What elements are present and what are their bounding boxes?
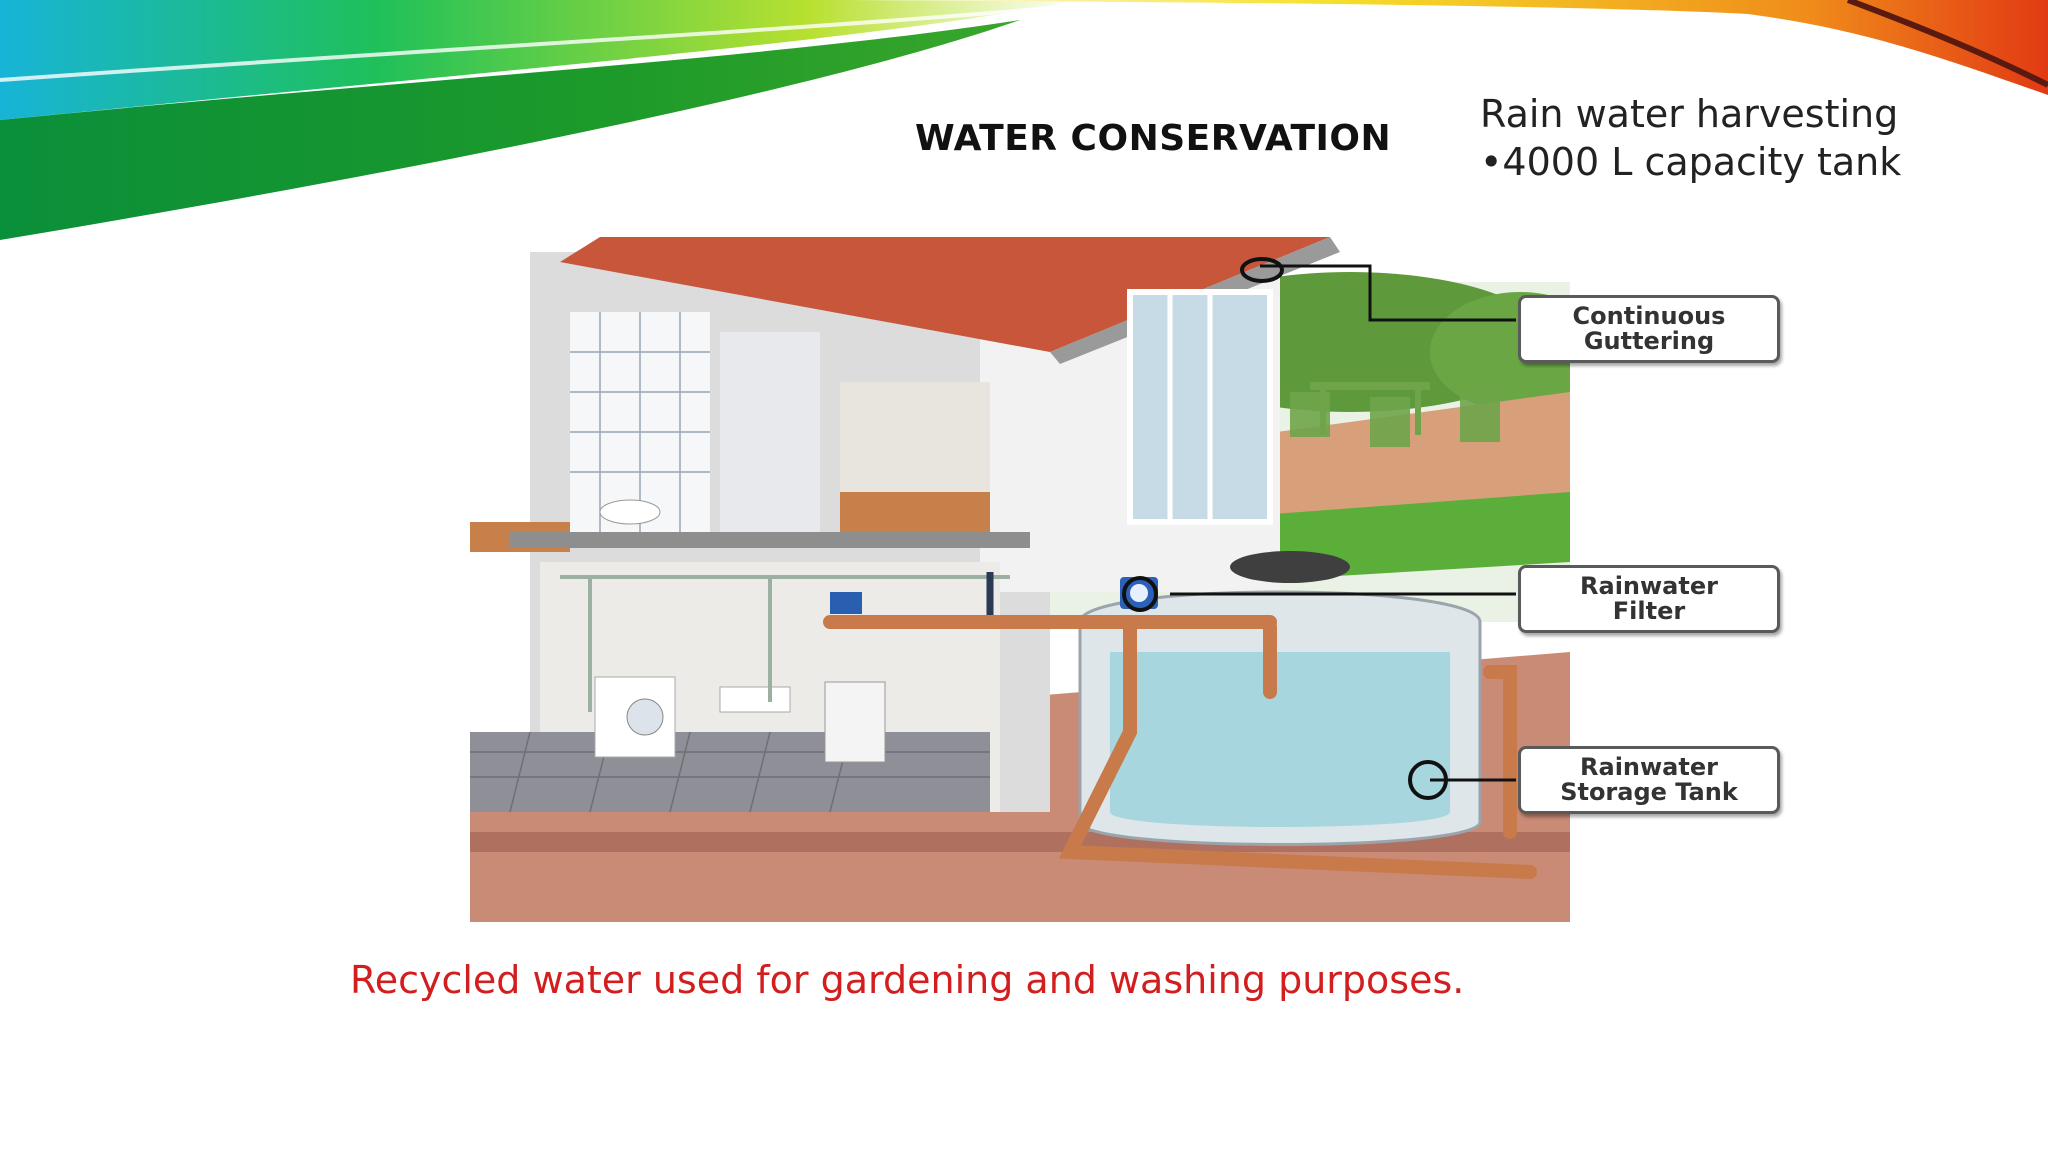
patio-doors <box>1127 289 1273 525</box>
callout-line: Continuous <box>1572 302 1726 330</box>
slide-title: WATER CONSERVATION <box>915 118 1392 159</box>
pump-unit <box>824 681 886 763</box>
callout-line: Rainwater <box>1580 572 1718 600</box>
side-text: Rain water harvesting •4000 L capacity t… <box>1480 90 1901 186</box>
filter-marker <box>1122 576 1158 612</box>
roof <box>560 237 1330 352</box>
gutter-marker <box>1240 257 1284 283</box>
callout-line: Storage Tank <box>1560 778 1738 806</box>
callout-line: Guttering <box>1583 327 1715 355</box>
tank-marker <box>1408 760 1448 800</box>
rainwater-harvesting-illustration <box>470 237 1570 922</box>
side-bullet: •4000 L capacity tank <box>1480 140 1902 184</box>
callout-rainwater-storage-tank: Rainwater Storage Tank <box>1518 746 1780 814</box>
toilet <box>599 499 661 525</box>
tank-lid <box>1230 551 1350 583</box>
callout-line: Filter <box>1612 597 1686 625</box>
decorative-swoosh-right <box>848 0 2048 95</box>
side-heading: Rain water harvesting <box>1480 92 1899 136</box>
callout-line: Rainwater <box>1580 753 1718 781</box>
callout-continuous-guttering: Continuous Guttering <box>1518 295 1780 363</box>
decorative-swoosh-left <box>0 0 1080 240</box>
callout-rainwater-filter: Rainwater Filter <box>1518 565 1780 633</box>
patio-furniture <box>1290 382 1500 447</box>
caption: Recycled water used for gardening and wa… <box>350 958 1465 1002</box>
